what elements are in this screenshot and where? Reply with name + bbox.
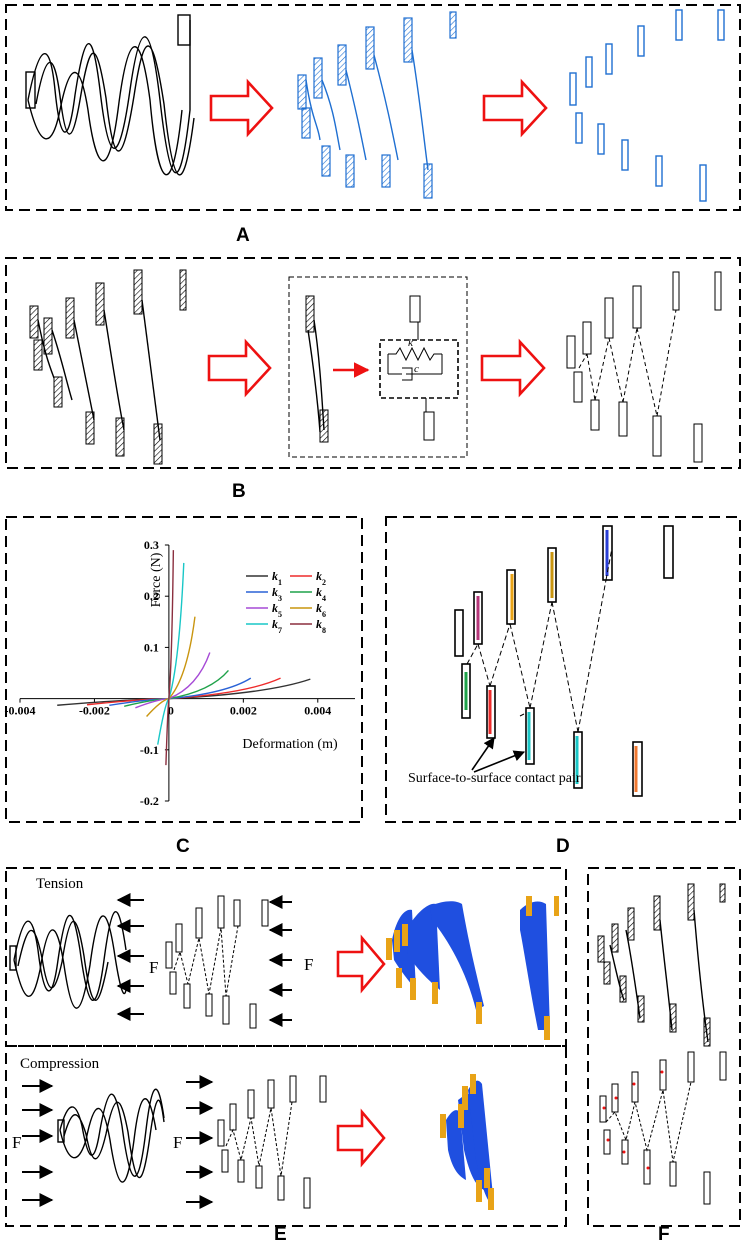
compression-label: Compression — [20, 1056, 100, 1072]
legend-label-k3: k3 — [272, 585, 282, 603]
x-tick-label: -0.002 — [79, 704, 110, 718]
y-tick-label: -0.1 — [140, 743, 159, 757]
arrow-e-compression — [336, 1108, 386, 1168]
y-axis-label: Force (N) — [149, 552, 164, 607]
compression-arrows-left — [22, 1079, 54, 1207]
tension-force-f1: F — [149, 958, 158, 977]
panel-e-tension-frame — [5, 867, 567, 1047]
zigzag-model-b — [566, 271, 722, 463]
panel-c: -0.004 -0.002 0 0.002 0.004 -0.2 -0.1 0.1 0.2 0.3… — [5, 516, 363, 857]
panel-e-compression-frame — [5, 1045, 567, 1227]
tension-label: Tension — [36, 876, 84, 892]
panel-f: F — [587, 867, 741, 1245]
legend-label-k5: k5 — [272, 601, 282, 619]
tension-arrows-left — [116, 893, 144, 1021]
contact-model-d — [454, 525, 674, 797]
compression-force-f1: F — [12, 1133, 21, 1152]
tension-deformed-shape — [386, 896, 559, 1040]
compression-deformed-shape — [440, 1074, 494, 1210]
legend-label-k1: k1 — [272, 569, 282, 587]
contact-pair-annotation: Surface-to-surface contact pair — [408, 771, 581, 786]
panel-c-label: C — [176, 836, 190, 857]
legend-label-k7: k7 — [272, 617, 282, 635]
tension-force-f2: F — [304, 955, 313, 974]
compression-force-f2: F — [173, 1133, 182, 1152]
panel-e: Tension Compression F — [5, 867, 567, 1245]
contact-pointer-1 — [471, 737, 495, 771]
arrow-b2 — [480, 338, 546, 398]
panel-b-label: B — [232, 481, 246, 502]
series-line-k8 — [165, 550, 175, 766]
series-line-k7 — [157, 562, 185, 745]
legend-label-k8: k8 — [316, 617, 326, 635]
arrow-a2 — [482, 78, 548, 138]
panel-b-frame — [5, 257, 741, 469]
x-tick-label: 0.004 — [304, 704, 331, 718]
arrow-e-tension — [336, 934, 386, 994]
y-tick-label: 0.2 — [144, 589, 159, 603]
hatched-segments-b — [29, 269, 187, 465]
panel-e-label: E — [274, 1224, 287, 1245]
y-tick-label: 0.1 — [144, 640, 159, 654]
detail-box-b — [288, 276, 468, 458]
y-tick-label: -0.2 — [140, 794, 159, 808]
panel-f-frame — [587, 867, 741, 1227]
arrow-a1 — [209, 78, 274, 138]
hatched-segments-a — [297, 11, 457, 199]
zigzag-model-f — [599, 1051, 727, 1205]
series-line-k1 — [57, 678, 311, 706]
compression-spring — [57, 1088, 165, 1183]
x-tick-label: -0.004 — [5, 704, 36, 718]
x-axis-label: Deformation (m) — [242, 737, 338, 752]
damper-c-label: c — [414, 363, 419, 375]
tension-spring — [9, 911, 127, 1009]
force-deformation-chart: -0.004 -0.002 0 0.002 0.004 -0.2 -0.1 0.1 0.2 0.3… — [5, 538, 355, 808]
single-segment-b — [305, 295, 329, 443]
tension-zigzag — [165, 895, 269, 1029]
arrow-b1 — [207, 338, 272, 398]
panel-c-frame — [5, 516, 363, 823]
blue-rectangles-a — [569, 9, 725, 202]
panel-d-frame — [385, 516, 741, 823]
tension-arrows-right — [268, 895, 292, 1027]
panel-b: k c B — [5, 257, 741, 502]
panel-d: Surface-to-surface contact pair D — [385, 516, 741, 857]
panel-d-label: D — [556, 836, 570, 857]
x-tick-label: 0.002 — [230, 704, 257, 718]
ring-spring-stack-a — [25, 14, 195, 176]
hatched-segments-f — [597, 883, 726, 1047]
spring-k-label: k — [408, 337, 414, 349]
x-tick-label: 0 — [168, 704, 174, 718]
panel-f-label: F — [658, 1224, 670, 1245]
spring-damper-model: k c — [379, 295, 459, 441]
y-tick-label: 0.3 — [144, 538, 159, 552]
compression-arrows-right — [186, 1075, 214, 1209]
compression-zigzag — [217, 1075, 327, 1209]
legend-label-k6: k6 — [316, 601, 326, 619]
panel-a: A — [5, 4, 741, 246]
contact-pointer-2 — [473, 750, 526, 773]
legend-label-k4: k4 — [316, 585, 326, 603]
panel-a-frame — [5, 4, 741, 211]
panel-a-label: A — [236, 225, 250, 246]
legend-label-k2: k2 — [316, 569, 326, 587]
